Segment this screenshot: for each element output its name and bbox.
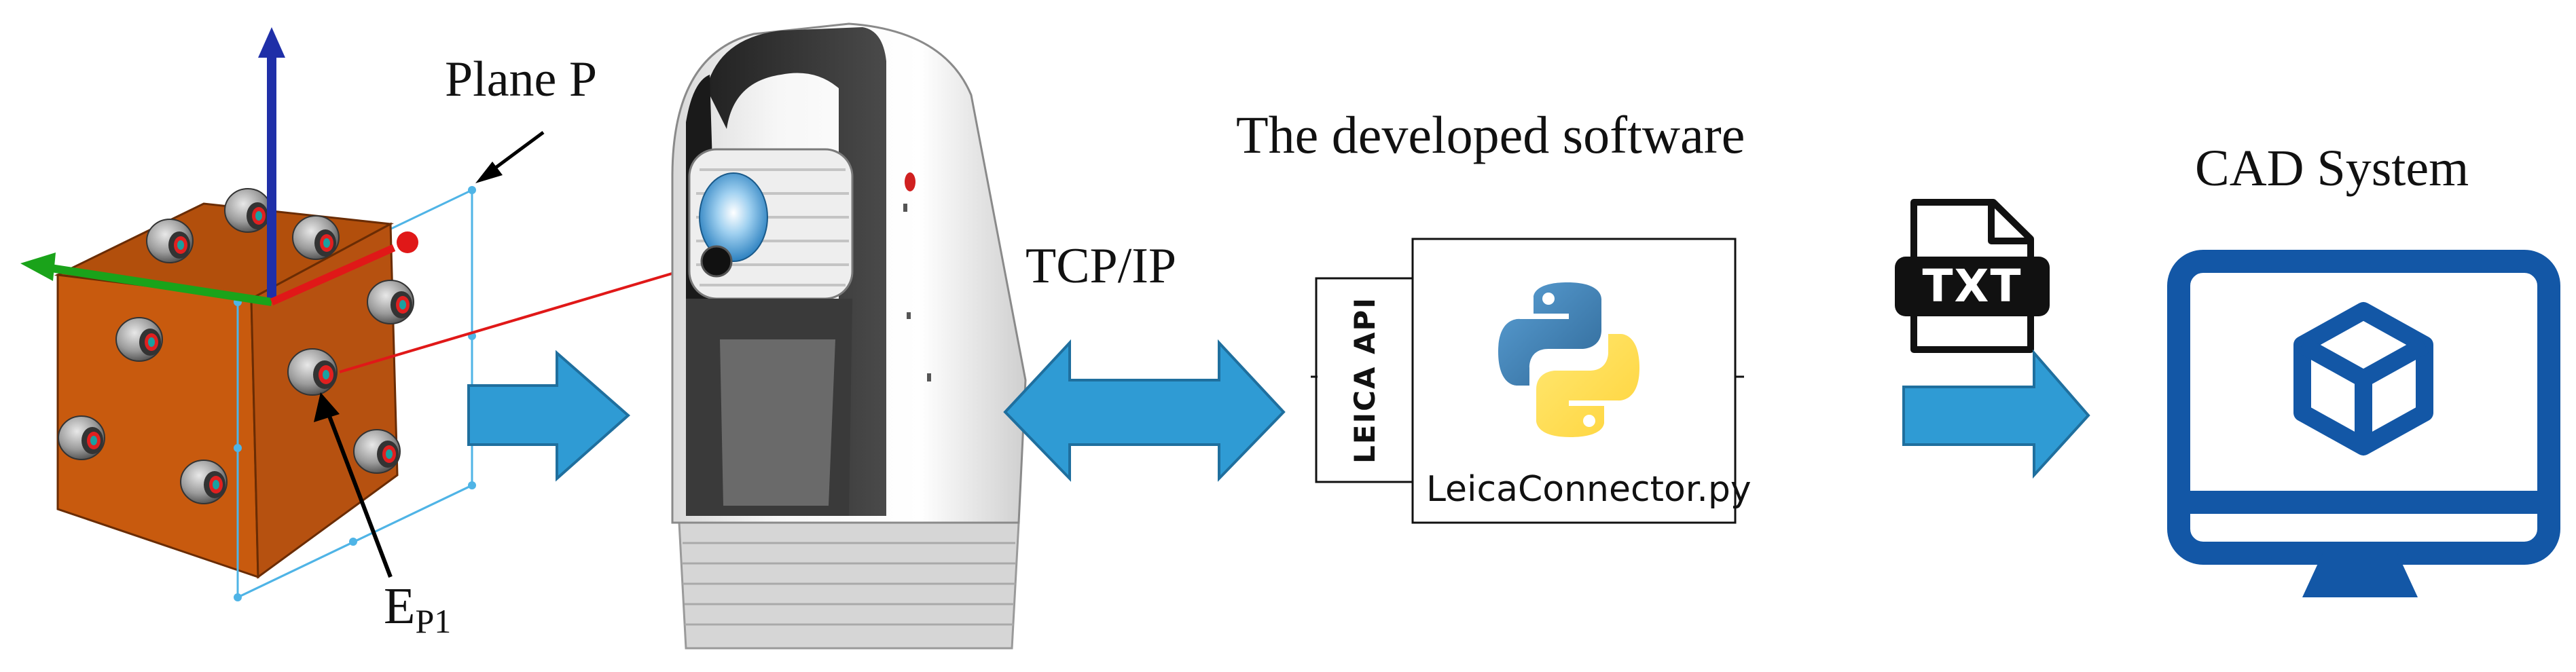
plane-p-label: Plane P	[445, 52, 598, 107]
target-icon	[115, 317, 163, 362]
ep1-pointer-head	[314, 392, 340, 422]
target-icon	[367, 280, 414, 324]
ep1-label-main: E	[384, 578, 416, 635]
coordinate-axes	[20, 27, 418, 306]
ep1-pointer	[324, 406, 393, 578]
plane-p-pointer-head	[475, 162, 503, 183]
flow-arrow-to-tracker	[467, 350, 631, 482]
pointer-arrows	[314, 130, 545, 578]
monitor-cube-icon	[2167, 250, 2560, 597]
tcp-ip-double-arrow	[1003, 339, 1286, 482]
reflector-targets	[58, 188, 414, 504]
leica-api-box	[1315, 277, 1414, 483]
laser-beam	[339, 260, 714, 373]
leica-connector-filename: LeicaConnector.py	[1426, 469, 1752, 510]
leica-api-label: LEICA API	[1348, 297, 1381, 464]
target-icon	[287, 348, 338, 396]
python-logo-icon	[1498, 282, 1639, 437]
flow-arrow-to-cad	[1902, 349, 2090, 479]
txt-file-icon	[1895, 199, 2050, 353]
ep1-label: EP1	[384, 578, 451, 638]
software-block	[1311, 238, 1744, 524]
software-title: The developed software	[1236, 105, 1745, 164]
y-axis	[50, 264, 272, 306]
target-icon	[180, 460, 228, 504]
x-axis-arrowhead	[397, 231, 418, 253]
ep1-label-subscript: P1	[415, 602, 452, 640]
txt-icon-label: TXT	[1922, 260, 2022, 312]
z-axis-arrowhead	[258, 27, 285, 58]
tcp-ip-label: TCP/IP	[1026, 238, 1177, 294]
target-icon	[224, 188, 272, 233]
target-icon	[146, 219, 194, 263]
y-axis-arrowhead	[20, 253, 56, 281]
target-icon	[58, 415, 105, 460]
laser-tracker-image	[671, 22, 1027, 650]
target-icon	[353, 429, 401, 474]
target-icon	[292, 215, 340, 260]
cad-system-title: CAD System	[2195, 140, 2469, 197]
x-axis	[270, 244, 396, 306]
